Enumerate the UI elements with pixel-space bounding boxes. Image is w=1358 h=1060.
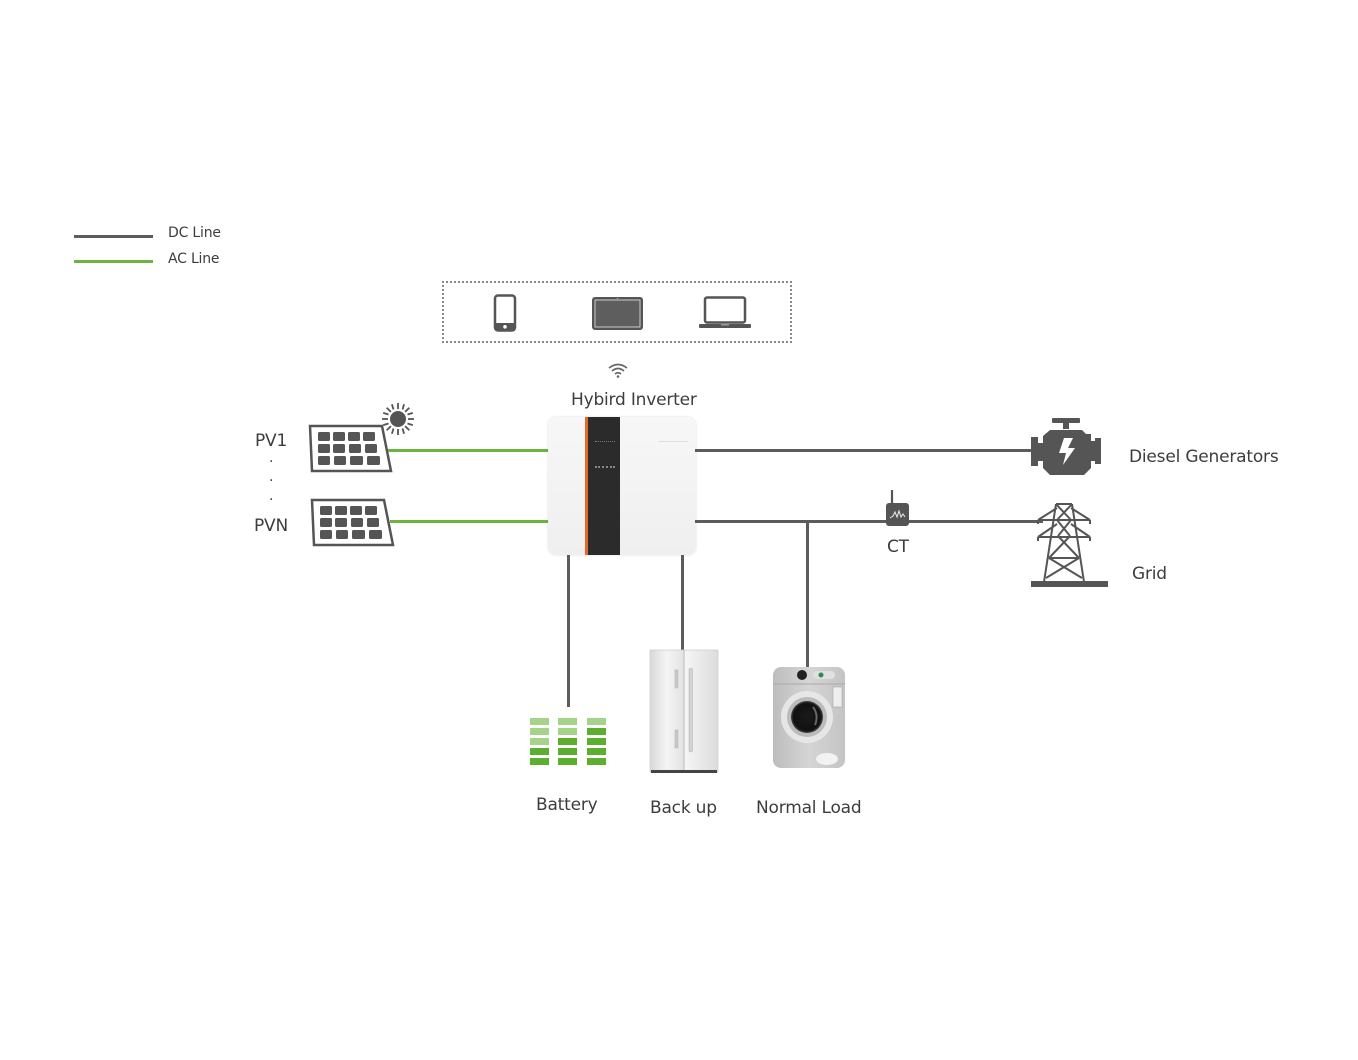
battery-cell [558,738,577,745]
solar-panel-icon [310,498,395,547]
normal-load-label: Normal Load [756,798,862,818]
inverter-indicator-row [595,466,615,469]
inverter-label: Hybird Inverter [571,390,697,410]
battery-cell [587,758,606,765]
battery-cell [587,728,606,735]
refrigerator-icon [649,649,719,773]
battery-cell [587,748,606,755]
diesel-engine-icon [1031,418,1101,475]
pv-ellipsis-dot-1: · [269,454,274,470]
wifi-icon [608,363,628,378]
battery-cell [530,738,549,745]
washing-machine-icon [773,667,845,768]
grid-line [695,520,1043,523]
laptop-icon [699,296,751,328]
pv-ellipsis-dot-2: · [269,473,274,489]
legend-dc-line-swatch [74,235,153,238]
smartphone-icon [493,294,517,332]
tablet-icon [592,297,643,330]
inverter-display-panel [588,417,620,555]
battery-line [567,555,570,707]
inverter-indicator-row [595,441,615,443]
inverter-logo-mark [658,441,688,442]
battery-cell [530,758,549,765]
ct-meter-icon [886,490,909,526]
pvn-ac-line [390,520,549,523]
battery-cell [587,718,606,725]
grid-label: Grid [1132,564,1167,584]
battery-icon [530,718,610,768]
battery-cell [558,718,577,725]
diesel-generators-label: Diesel Generators [1129,447,1279,467]
legend-ac-line-swatch [74,260,153,263]
sun-icon [382,403,414,435]
backup-label: Back up [650,798,717,818]
battery-cell [530,718,549,725]
hybrid-inverter [548,417,696,555]
pvn-label: PVN [254,516,288,536]
battery-cell [558,748,577,755]
pv-ellipsis-dot-3: · [269,492,274,508]
battery-cell [558,728,577,735]
battery-cell [558,758,577,765]
battery-cell [587,738,606,745]
power-pylon-icon [1031,503,1108,587]
ct-label: CT [887,537,909,557]
solar-panel-icon [308,424,393,473]
pv1-label: PV1 [255,431,288,451]
battery-cell [530,728,549,735]
generator-line [695,449,1035,452]
battery-cell [530,748,549,755]
inverter-accent-stripe [585,417,588,555]
normal-load-line [806,520,809,668]
legend-dc-label: DC Line [168,225,221,241]
pv1-ac-line [388,449,549,452]
battery-label: Battery [536,795,598,815]
legend-ac-label: AC Line [168,251,220,267]
monitoring-devices-box [442,281,792,343]
backup-line [681,555,684,650]
